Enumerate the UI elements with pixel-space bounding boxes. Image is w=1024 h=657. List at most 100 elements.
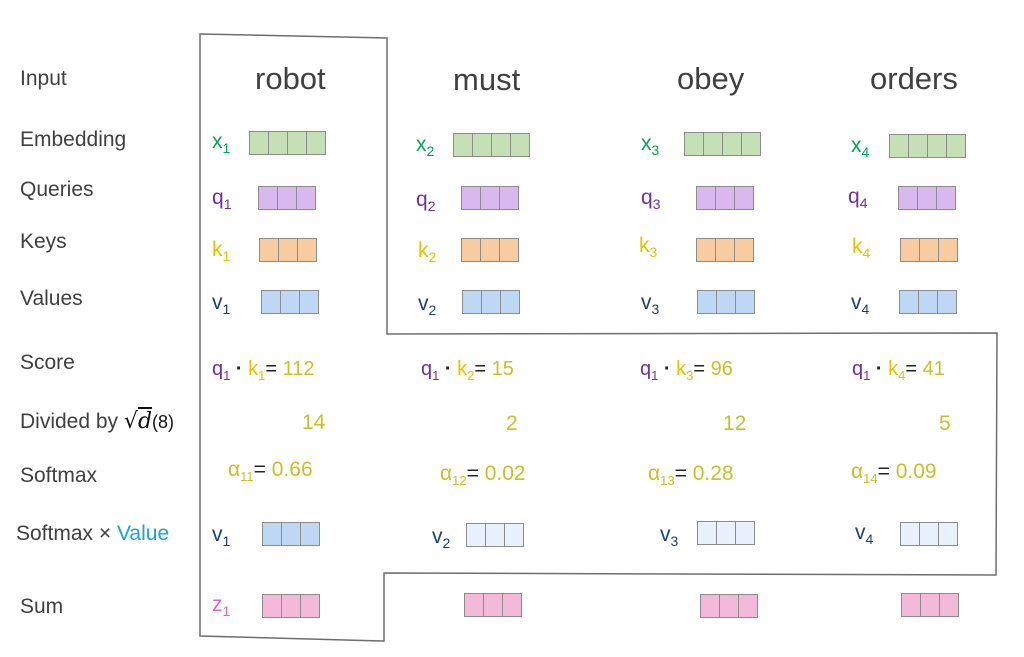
- divided-suffix: (8): [152, 412, 175, 432]
- weighted-value-symbol-4: v4: [855, 521, 874, 547]
- sum-vector-1: [262, 594, 320, 618]
- value-symbol-4: v4: [851, 291, 870, 317]
- embedding-vector-4: [889, 134, 966, 158]
- embedding-vector-3: [684, 132, 761, 156]
- score-q: q: [852, 358, 864, 380]
- value-vector-3-cell: [716, 290, 736, 314]
- sum-vector-2: [464, 593, 522, 617]
- embedding-vector-4-cell: [946, 134, 966, 158]
- value-vector-4: [899, 290, 957, 314]
- value-vector-2-cell: [481, 290, 501, 314]
- key-vector-2-cell: [499, 238, 519, 262]
- row-label-keys: Keys: [20, 230, 67, 253]
- embedding-vector-1-cell: [249, 131, 269, 155]
- key-vector-2-cell: [461, 238, 481, 262]
- score-formula-2: q1 · k2= 15: [421, 357, 514, 383]
- embedding-symbol-3-base: x: [641, 132, 652, 155]
- sum-symbol-1-base: z: [212, 593, 223, 616]
- sum-vector-3: [700, 594, 758, 618]
- score-q-subscript: 1: [651, 368, 659, 383]
- embedding-vector-3-cell: [684, 132, 704, 156]
- query-vector-4: [898, 186, 956, 210]
- key-symbol-1-base: k: [212, 238, 223, 261]
- embedding-vector-3-cell: [703, 132, 723, 156]
- equals-sign: =: [474, 358, 492, 380]
- weighted-value-vector-1-cell: [262, 522, 282, 546]
- query-vector-2-cell: [499, 186, 519, 210]
- embedding-vector-1-cell: [287, 131, 307, 155]
- embedding-symbol-3-subscript: 3: [651, 142, 660, 158]
- key-symbol-3: k3: [639, 234, 657, 260]
- weighted-value-vector-4-cell: [938, 522, 958, 546]
- embedding-symbol-4-subscript: 4: [861, 144, 870, 160]
- dot-operator: ·: [439, 358, 458, 380]
- value-vector-2: [462, 290, 520, 314]
- key-vector-4-cell: [938, 238, 958, 262]
- row-label-sum: Sum: [20, 595, 64, 618]
- sum-vector-1-cell: [262, 594, 282, 618]
- key-vector-1-cell: [297, 238, 317, 262]
- row-label-softmax: Softmax: [20, 464, 98, 487]
- embedding-symbol-2: x2: [416, 133, 435, 159]
- input-word-4: orders: [870, 61, 958, 96]
- weighted-value-vector-3-cell: [716, 521, 736, 545]
- softmax-1: α11= 0.66: [228, 458, 313, 484]
- score-k-subscript: 4: [898, 368, 906, 383]
- input-word-3: obey: [677, 61, 745, 96]
- value-symbol-2-base: v: [418, 292, 429, 315]
- score-k: k: [888, 358, 899, 380]
- embedding-symbol-2-subscript: 2: [426, 143, 435, 159]
- value-vector-2-cell: [500, 290, 520, 314]
- row-label-queries: Queries: [20, 178, 94, 201]
- query-symbol-3-subscript: 3: [652, 196, 661, 212]
- embedding-symbol-1-base: x: [212, 130, 223, 153]
- row-label-divided: Divided by √d(8): [20, 410, 174, 434]
- weighted-value-vector-3-cell: [735, 521, 755, 545]
- embedding-vector-1: [249, 131, 326, 155]
- sum-vector-2-cell: [464, 593, 484, 617]
- query-vector-1: [258, 186, 316, 210]
- embedding-vector-4-cell: [889, 134, 909, 158]
- value-vector-3-cell: [697, 290, 717, 314]
- weighted-value-symbol-3: v3: [660, 523, 678, 549]
- query-vector-1-cell: [258, 186, 278, 210]
- row-label-softmax-value: Softmax × Value: [16, 522, 169, 546]
- embedding-symbol-3: x3: [641, 132, 660, 158]
- score-value: 96: [710, 358, 733, 380]
- query-vector-4-cell: [898, 186, 918, 210]
- weighted-value-vector-1-cell: [281, 522, 301, 546]
- weighted-value-vector-2: [466, 523, 524, 547]
- sum-vector-4-cell: [939, 593, 959, 617]
- score-k: k: [457, 358, 468, 380]
- score-q-subscript: 1: [432, 368, 440, 383]
- sum-vector-2-cell: [483, 593, 503, 617]
- value-symbol-3-base: v: [641, 291, 652, 314]
- embedding-vector-1-cell: [268, 131, 288, 155]
- equals-sign: =: [905, 358, 923, 380]
- key-symbol-1-subscript: 1: [222, 248, 231, 264]
- value-vector-1: [261, 290, 319, 314]
- score-q: q: [212, 358, 224, 380]
- divided-score-3: 12: [723, 412, 747, 435]
- sum-vector-4: [901, 593, 959, 617]
- embedding-vector-4-cell: [908, 134, 928, 158]
- dot-operator: ·: [658, 358, 677, 380]
- sum-vector-4-cell: [920, 593, 940, 617]
- score-formula-4: q1 · k4= 41: [852, 357, 945, 383]
- weighted-value-symbol-4-subscript: 4: [865, 531, 874, 547]
- key-symbol-4-base: k: [852, 235, 863, 258]
- softmax-value: 0.09: [895, 460, 937, 483]
- key-vector-1: [259, 238, 317, 262]
- query-vector-4-cell: [917, 186, 937, 210]
- softmax-4: α14= 0.09: [851, 460, 937, 486]
- query-vector-4-cell: [936, 186, 956, 210]
- query-vector-2: [461, 186, 519, 210]
- key-symbol-4-subscript: 4: [862, 245, 871, 261]
- value-symbol-1-subscript: 1: [222, 301, 231, 317]
- key-vector-4-cell: [900, 238, 920, 262]
- key-vector-3-cell: [715, 238, 735, 262]
- key-vector-1-cell: [278, 238, 298, 262]
- alpha-symbol: α: [440, 462, 453, 485]
- value-symbol-4-subscript: 4: [861, 301, 870, 317]
- weighted-value-symbol-1-base: v: [212, 523, 223, 546]
